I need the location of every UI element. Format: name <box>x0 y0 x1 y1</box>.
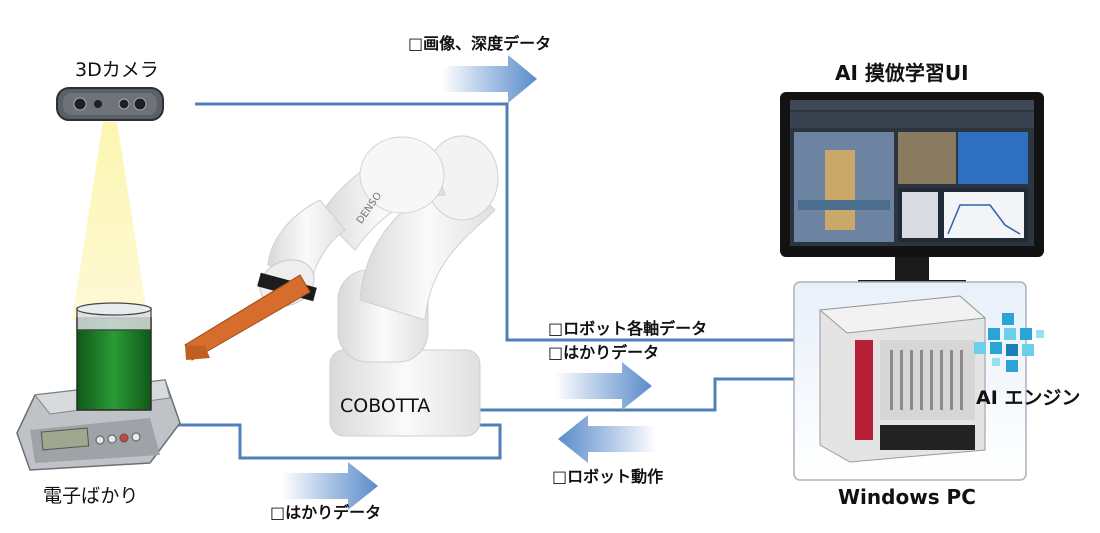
camera-beam <box>72 122 148 320</box>
scale-data-arrow <box>282 462 378 510</box>
connection-lines <box>177 102 808 460</box>
scale-data-label-right: □はかりデータ <box>548 343 659 362</box>
scale-to-robot-line <box>177 423 502 460</box>
robot-motion-label: □ロボット動作 <box>552 467 663 486</box>
robot-to-pc-line <box>477 377 808 412</box>
ai-engine-logo <box>974 313 1044 372</box>
monitor <box>780 92 1044 286</box>
pc-label: Windows PC <box>838 485 976 509</box>
cobotta-robot <box>184 135 499 437</box>
camera-label: 3Dカメラ <box>75 59 159 81</box>
robot-motion-arrow <box>558 415 656 463</box>
image-data-label: □画像、深度データ <box>408 34 551 53</box>
beaker <box>76 302 152 411</box>
windows-pc <box>793 281 1027 481</box>
joint-data-arrow <box>555 362 652 410</box>
robot-label: COBOTTA <box>340 395 430 417</box>
image-data-arrow <box>442 55 537 103</box>
scale-data-label-bottom: □はかりデータ <box>270 503 381 522</box>
joint-data-label: □ロボット各軸データ <box>548 319 707 338</box>
ai-ui-title: AI 摸倣学習UI <box>835 61 969 85</box>
3d-camera <box>56 87 164 320</box>
flow-arrows <box>282 55 656 510</box>
ai-engine-label: AI エンジン <box>976 387 1080 409</box>
scale-label: 電子ばかり <box>43 485 138 507</box>
camera-to-pc-line <box>195 102 808 342</box>
